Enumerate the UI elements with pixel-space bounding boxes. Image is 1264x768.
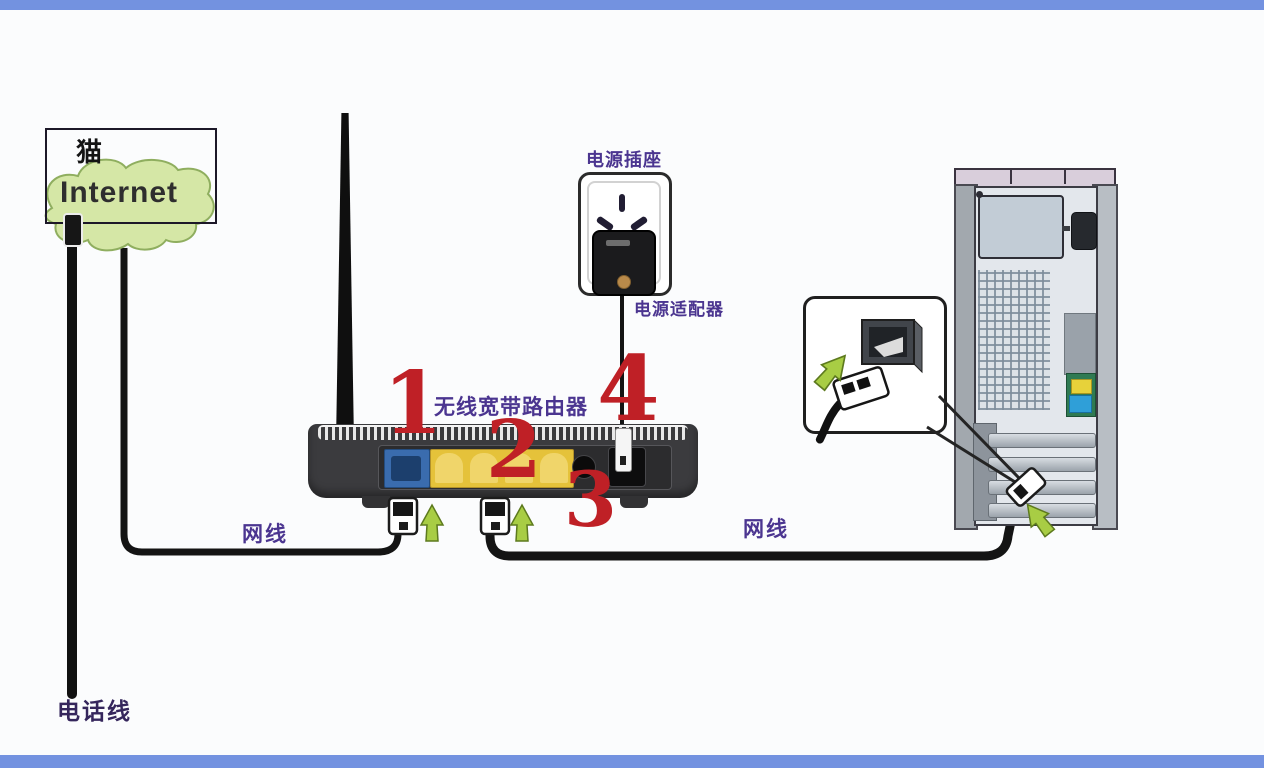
power-plug-tip xyxy=(620,456,626,465)
router-foot-left xyxy=(362,496,390,508)
step-4-power: 4 xyxy=(597,336,660,442)
pc-expansion-slot xyxy=(988,503,1096,518)
outlet-slot-ground xyxy=(619,194,625,212)
power-socket-label: 电源插座 xyxy=(586,150,662,170)
pc-vent-grid xyxy=(978,270,1050,410)
up-arrow-icon xyxy=(509,503,535,542)
pc-usb-connector xyxy=(1071,379,1092,394)
lan-port-3 xyxy=(505,453,533,483)
wan-port-hole xyxy=(391,456,421,481)
pc-psu xyxy=(978,195,1064,259)
router-title: 无线宽带路由器 xyxy=(434,396,588,419)
power-plug xyxy=(615,428,632,472)
bottom-border-bar xyxy=(0,755,1264,768)
adapter-label-mark xyxy=(606,240,630,246)
pc-ethernet-connector xyxy=(1069,395,1092,413)
internet-label: Internet xyxy=(60,176,179,209)
modem-label: 猫 xyxy=(76,137,103,167)
step-2-lan: 2 xyxy=(486,402,542,496)
pc-screw xyxy=(976,191,983,198)
pc-power-switch xyxy=(1062,226,1070,231)
pc-side-plate xyxy=(1064,313,1096,375)
step-3-reset: 3 xyxy=(564,455,617,544)
lan-cable-left xyxy=(120,248,402,556)
computer-tower xyxy=(952,168,1120,530)
step-1-wan: 1 xyxy=(383,353,443,454)
up-arrow-icon xyxy=(419,503,445,542)
top-border-bar xyxy=(0,0,1264,10)
adapter-led xyxy=(617,275,631,289)
rj45-connector-wan xyxy=(387,496,419,536)
router-antenna xyxy=(336,113,354,443)
pc-expansion-slot xyxy=(988,433,1096,448)
lan-port-2 xyxy=(470,453,498,483)
lan-cable-left-label: 网线 xyxy=(242,523,288,546)
ethernet-callout-bubble xyxy=(803,296,947,434)
pc-expansion-slot xyxy=(988,480,1096,495)
pc-expansion-slot xyxy=(988,457,1096,472)
lan-port-block xyxy=(430,449,574,488)
router-foot-right xyxy=(620,496,648,508)
lan-port-4 xyxy=(540,453,568,483)
rj45-connector-lan xyxy=(479,496,511,536)
pc-io-board xyxy=(1066,373,1096,417)
reset-button xyxy=(572,455,596,479)
lan-cable-right-label: 网线 xyxy=(743,518,789,541)
power-adapter xyxy=(592,230,656,296)
pc-cap-divider xyxy=(1010,168,1012,184)
phone-line-label: 电话线 xyxy=(57,698,132,724)
pc-cap-divider xyxy=(1064,168,1066,184)
power-adapter-label: 电源适配器 xyxy=(634,300,724,319)
lan-port-1 xyxy=(435,453,463,483)
pc-power-socket xyxy=(1071,212,1097,250)
router-vent-ridge xyxy=(318,425,688,440)
